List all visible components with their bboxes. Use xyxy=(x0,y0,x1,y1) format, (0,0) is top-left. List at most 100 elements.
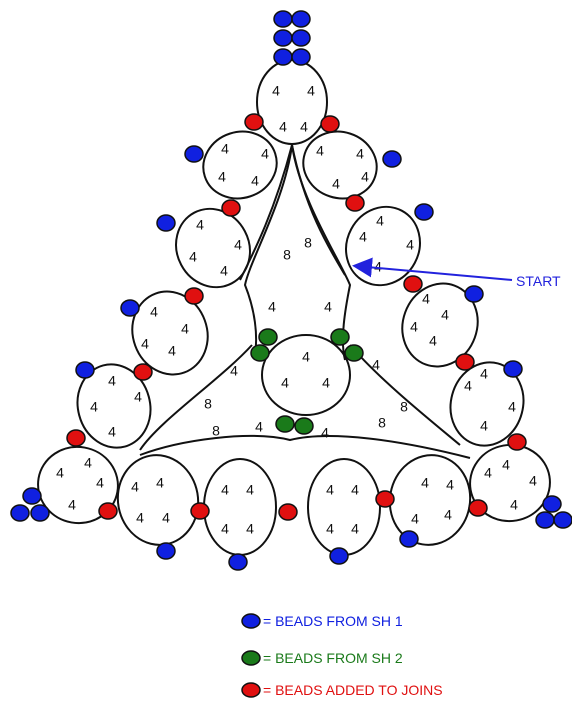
legend-red-label: = BEADS ADDED TO JOINS xyxy=(263,682,443,698)
red-bead xyxy=(468,499,488,517)
stitch-count: 4 xyxy=(421,475,429,491)
stitch-count: 4 xyxy=(150,304,158,320)
legend-green-label: = BEADS FROM SH 2 xyxy=(263,650,403,666)
green-bead xyxy=(294,417,314,435)
stitch-count: 4 xyxy=(321,425,329,441)
green-bead xyxy=(330,328,350,346)
stitch-count: 8 xyxy=(304,235,312,251)
red-bead xyxy=(133,363,153,381)
blue-bead xyxy=(22,487,42,505)
stitch-count: 8 xyxy=(378,415,386,431)
stitch-count: 4 xyxy=(246,482,254,498)
ring-15 xyxy=(469,443,551,523)
stitch-count: 4 xyxy=(480,366,488,382)
stitch-count: 4 xyxy=(261,146,269,162)
ring-3 xyxy=(302,130,378,200)
ring-12 xyxy=(203,458,277,556)
start-indicator: START xyxy=(352,257,561,289)
legend-blue-bead-icon xyxy=(241,613,261,629)
blue-bead xyxy=(156,542,176,560)
stitch-count: 4 xyxy=(351,521,359,537)
red-bead xyxy=(455,353,475,371)
stitch-count: 4 xyxy=(411,511,419,527)
stitch-count: 4 xyxy=(84,455,92,471)
red-bead xyxy=(278,503,298,521)
blue-bead xyxy=(329,547,349,565)
stitch-count: 4 xyxy=(302,349,310,365)
chain-3 xyxy=(139,344,253,451)
blue-bead xyxy=(273,10,293,28)
red-bead xyxy=(66,429,86,447)
blue-bead xyxy=(75,361,95,379)
stitch-count: 4 xyxy=(281,375,289,391)
stitch-count: 4 xyxy=(218,169,226,185)
chain-5 xyxy=(139,435,471,459)
beads xyxy=(10,10,572,571)
stitch-count: 4 xyxy=(221,141,229,157)
stitch-count: 4 xyxy=(255,419,263,435)
stitch-count: 4 xyxy=(90,399,98,415)
chain-7 xyxy=(291,144,346,276)
stitch-count: 4 xyxy=(196,217,204,233)
stitch-count: 8 xyxy=(212,423,220,439)
stitch-count: 4 xyxy=(181,321,189,337)
stitch-count: 4 xyxy=(484,465,492,481)
green-bead xyxy=(258,328,278,346)
stitch-count: 4 xyxy=(220,263,228,279)
green-bead xyxy=(275,415,295,433)
stitch-count: 4 xyxy=(444,507,452,523)
legend: = BEADS FROM SH 1 = BEADS FROM SH 2 = BE… xyxy=(241,613,443,698)
stitch-count: 4 xyxy=(307,83,315,99)
stitch-count: 4 xyxy=(502,457,510,473)
stitch-count: 4 xyxy=(464,378,472,394)
stitch-count: 4 xyxy=(272,83,280,99)
stitch-count: 4 xyxy=(510,497,518,513)
stitch-count: 4 xyxy=(221,482,229,498)
stitch-count: 4 xyxy=(406,237,414,253)
stitch-count: 4 xyxy=(356,146,364,162)
stitch-count: 4 xyxy=(332,176,340,192)
blue-bead xyxy=(464,285,484,303)
blue-bead xyxy=(291,29,311,47)
stitch-count: 4 xyxy=(324,299,332,315)
stitch-count: 4 xyxy=(268,299,276,315)
stitch-count: 4 xyxy=(134,389,142,405)
stitch-count: 4 xyxy=(251,173,259,189)
stitch-count: 4 xyxy=(279,119,287,135)
ring-4 xyxy=(175,207,251,289)
red-bead xyxy=(375,490,395,508)
blue-bead xyxy=(120,299,140,317)
stitch-count: 4 xyxy=(162,510,170,526)
red-bead xyxy=(190,502,210,520)
stitch-count: 4 xyxy=(246,521,254,537)
stitch-count: 4 xyxy=(326,482,334,498)
blue-bead xyxy=(30,504,50,522)
start-arrow xyxy=(352,257,513,281)
blue-bead xyxy=(228,553,248,571)
blue-bead xyxy=(414,203,434,221)
stitch-count: 4 xyxy=(322,375,330,391)
stitch-count: 4 xyxy=(446,477,454,493)
ring-14 xyxy=(388,454,472,546)
ring-7 xyxy=(401,282,479,368)
stitch-count: 4 xyxy=(429,333,437,349)
rings xyxy=(37,59,551,556)
blue-bead xyxy=(273,29,293,47)
stitch-count: 8 xyxy=(400,399,408,415)
blue-bead xyxy=(291,48,311,66)
stitch-count: 4 xyxy=(156,475,164,491)
stitch-count: 4 xyxy=(326,521,334,537)
blue-bead xyxy=(273,48,293,66)
blue-bead xyxy=(553,511,572,529)
chain-2 xyxy=(243,144,293,356)
stitch-count: 4 xyxy=(359,229,367,245)
blue-bead xyxy=(291,10,311,28)
ring-16 xyxy=(261,334,351,416)
stitch-count: 4 xyxy=(234,237,242,253)
legend-green-bead-icon xyxy=(241,650,261,666)
stitch-count: 4 xyxy=(374,259,382,275)
red-bead xyxy=(320,115,340,133)
red-bead xyxy=(221,199,241,217)
